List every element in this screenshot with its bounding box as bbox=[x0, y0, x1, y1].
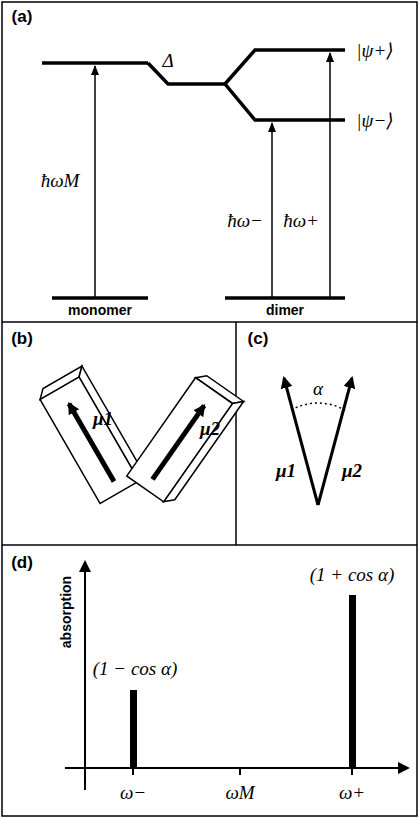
shift-label: Δ bbox=[162, 51, 173, 70]
transition-energy: ħω− bbox=[227, 211, 263, 230]
axis-caption: dimer bbox=[266, 303, 304, 317]
dipole-label: μ1 bbox=[93, 409, 113, 428]
panel-letter: (a) bbox=[12, 8, 33, 25]
tick-label: ω+ bbox=[339, 783, 365, 802]
dipole-label: μ2 bbox=[342, 461, 362, 480]
state-label: |ψ−⟩ bbox=[356, 111, 393, 130]
axis-caption: monomer bbox=[68, 303, 132, 317]
panel-letter: (b) bbox=[11, 330, 33, 347]
bar-label: (1 − cos α) bbox=[93, 659, 178, 678]
state-label: |ψ+⟩ bbox=[356, 41, 393, 60]
angle-label: α bbox=[313, 379, 323, 398]
tick-label: ω− bbox=[120, 783, 146, 802]
dipole-label: μ1 bbox=[276, 461, 296, 480]
tick-label: ωM bbox=[225, 783, 254, 802]
dipole-label: μ2 bbox=[200, 419, 220, 438]
panel-letter: (c) bbox=[248, 330, 269, 347]
transition-energy: ħωM bbox=[41, 171, 80, 190]
axis-caption: absorption bbox=[59, 576, 73, 648]
bar-label: (1 + cos α) bbox=[310, 565, 395, 584]
panel-letter: (d) bbox=[11, 554, 33, 571]
transition-energy: ħω+ bbox=[283, 211, 319, 230]
